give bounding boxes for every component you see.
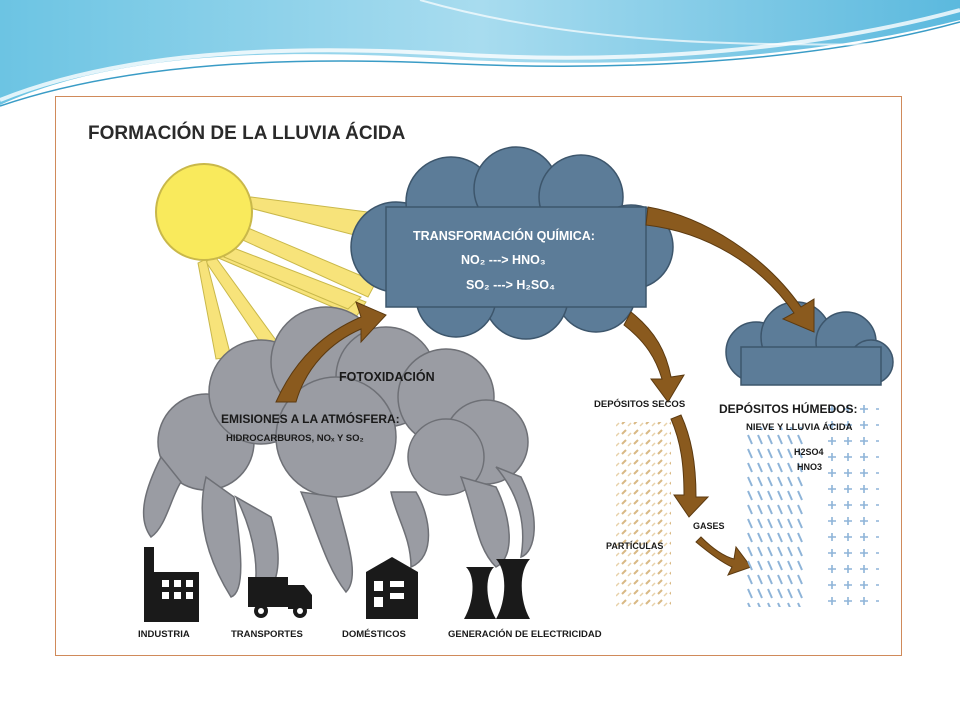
- gases-label: GASES: [693, 521, 725, 531]
- sun-rays: [197, 196, 407, 374]
- transformation-heading: TRANSFORMACIÓN QUÍMICA:: [413, 228, 595, 243]
- reaction-no2: NO₂ ---> HNO₃: [461, 253, 546, 267]
- industry-label: INDUSTRIA: [138, 629, 190, 640]
- domestic-label: DOMÉSTICOS: [342, 629, 406, 640]
- cloud-to-wet-arrow: [645, 206, 815, 333]
- acid-rain-diagram: FORMACIÓN DE LA LLUVIA ÁCIDA: [88, 122, 894, 640]
- factory-icon: [144, 547, 199, 622]
- truck-icon: [248, 577, 312, 618]
- emissions-detail: HIDROCARBUROS, NOₓ Y SO₂: [226, 433, 364, 444]
- cloud-to-dry-arrow: [623, 311, 685, 403]
- sun-ray-5: [197, 258, 232, 360]
- emission-cloud: [142, 306, 535, 604]
- reaction-so2: SO₂ ---> H₂SO₄: [466, 278, 555, 292]
- gases-to-wet-arrow: [695, 536, 752, 576]
- transport-label: TRANSPORTES: [231, 629, 303, 640]
- wet-deposits-heading: DEPÓSITOS HÚMEDOS:: [719, 401, 857, 416]
- dry-deposits-label: DEPÓSITOS SECOS: [594, 398, 685, 410]
- banner-highlight: [0, 8, 960, 102]
- process-arrows: [275, 206, 815, 576]
- house-icon: [366, 557, 418, 619]
- power-plant-icon: [464, 559, 530, 619]
- sun-icon: [155, 163, 253, 261]
- acid-h2so4-label: H2SO4: [794, 447, 824, 457]
- dry-particles-column: [616, 422, 671, 607]
- banner-fill: [0, 0, 960, 105]
- emissions-heading: EMISIONES A LA ATMÓSFERA:: [221, 411, 400, 426]
- particles-label: PARTÍCULAS: [606, 541, 663, 551]
- acid-rain-column: [746, 427, 806, 607]
- wet-deposits-detail: NIEVE Y LLUVIA ÁCIDA: [746, 422, 853, 433]
- dry-to-gases-arrow: [670, 414, 710, 518]
- banner-line-2: [419, 0, 960, 46]
- diagram-title: FORMACIÓN DE LA LLUVIA ÁCIDA: [88, 122, 406, 144]
- photo-oxidation-label: FOTOXIDACIÓN: [339, 369, 435, 384]
- photo-oxidation-arrow: [275, 301, 387, 403]
- header-wave-banner: [0, 0, 960, 107]
- diagram-frame: FORMACIÓN DE LA LLUVIA ÁCIDA: [55, 96, 902, 656]
- banner-line: [0, 21, 960, 107]
- electricity-label: GENERACIÓN DE ELECTRICIDAD: [448, 628, 602, 640]
- acid-snow-column: [821, 397, 879, 607]
- chemical-cloud: [350, 146, 674, 340]
- acid-hno3-label: HNO3: [797, 462, 822, 472]
